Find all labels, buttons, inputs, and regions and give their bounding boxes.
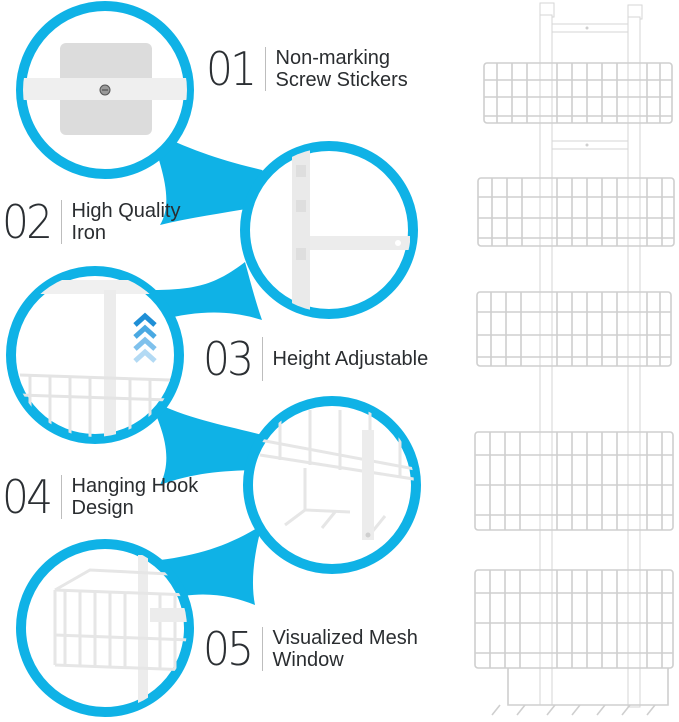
- wire-baskets: [474, 62, 675, 716]
- divider: [264, 47, 266, 91]
- feature-label: Visualized Mesh Window: [272, 627, 418, 671]
- hanging-hooks-image: [259, 410, 414, 540]
- feature-label: Height Adjustable: [272, 348, 429, 370]
- divider: [261, 627, 263, 671]
- bottom-hooks: [491, 668, 669, 716]
- basket-2: [477, 177, 675, 247]
- feature-02: 02 High Quality Iron: [2, 199, 180, 245]
- divider: [60, 475, 62, 519]
- feature-03: 03 Height Adjustable: [203, 336, 428, 382]
- mesh-basket-image: [53, 555, 187, 710]
- divider: [261, 337, 263, 381]
- feature-number: 03: [203, 332, 254, 386]
- basket-3: [476, 291, 672, 367]
- basket-1: [483, 62, 673, 124]
- feature-number: 01: [206, 42, 257, 96]
- feature-label: Hanging Hook Design: [71, 475, 199, 519]
- rail-right: [627, 16, 641, 708]
- divider: [60, 200, 62, 244]
- screw-sticker-image: [23, 43, 187, 135]
- feature-04: 04 Hanging Hook Design: [2, 474, 198, 520]
- feature-label: Non-marking Screw Stickers: [275, 47, 408, 91]
- circle-iron: [240, 141, 418, 319]
- basket-4: [474, 431, 674, 531]
- feature-05: 05 Visualized Mesh Window: [203, 626, 418, 672]
- rail-left: [539, 14, 553, 706]
- feature-label: High Quality Iron: [71, 200, 181, 244]
- basket-5: [474, 569, 674, 669]
- feature-01: 01 Non-marking Screw Stickers: [206, 46, 408, 92]
- feature-number: 05: [203, 622, 254, 676]
- iron-frame-image: [292, 150, 410, 310]
- feature-number: 04: [2, 470, 53, 524]
- feature-number: 02: [2, 195, 53, 249]
- up-arrows-icon: [133, 312, 157, 363]
